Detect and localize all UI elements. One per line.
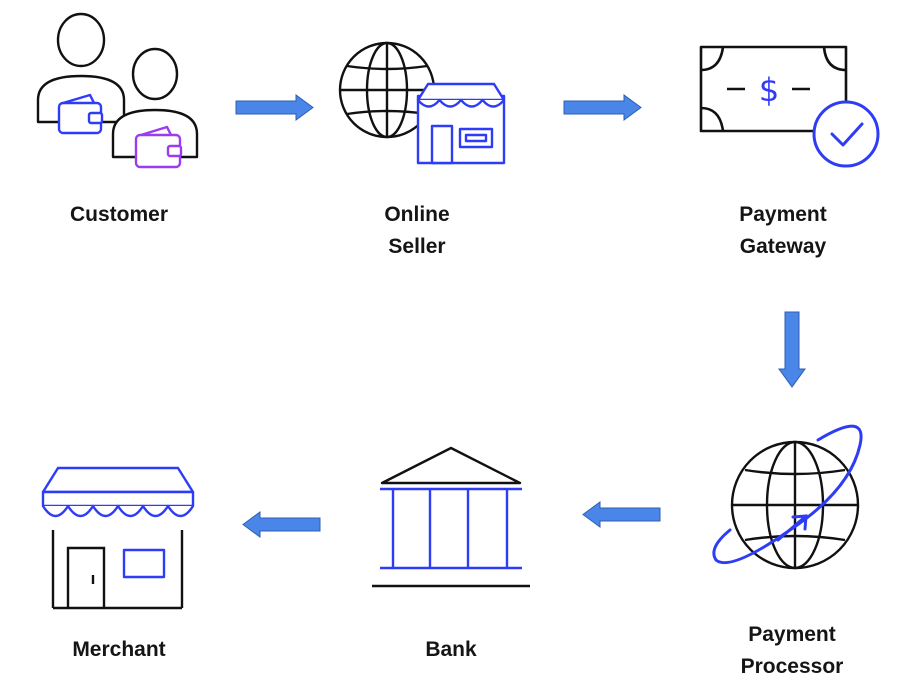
dollar-sign-icon: $ bbox=[759, 71, 779, 109]
node-label: Online Seller bbox=[317, 199, 517, 263]
label-line: Payment bbox=[748, 623, 836, 646]
label-line: Processor bbox=[740, 655, 844, 678]
label-line: Gateway bbox=[739, 235, 827, 258]
node-label: Payment Gateway bbox=[683, 199, 883, 263]
label-line: Customer bbox=[69, 203, 169, 226]
node-label: Merchant bbox=[19, 634, 219, 666]
node-label: Payment Processor bbox=[692, 619, 892, 683]
label-line: Seller bbox=[388, 235, 446, 258]
label-line: Payment bbox=[739, 203, 827, 226]
label-line: Bank bbox=[425, 638, 477, 661]
label-line: Online bbox=[384, 203, 450, 226]
node-label: Bank bbox=[351, 634, 551, 666]
node-label: Customer bbox=[19, 199, 219, 231]
label-line: Merchant bbox=[72, 638, 166, 661]
